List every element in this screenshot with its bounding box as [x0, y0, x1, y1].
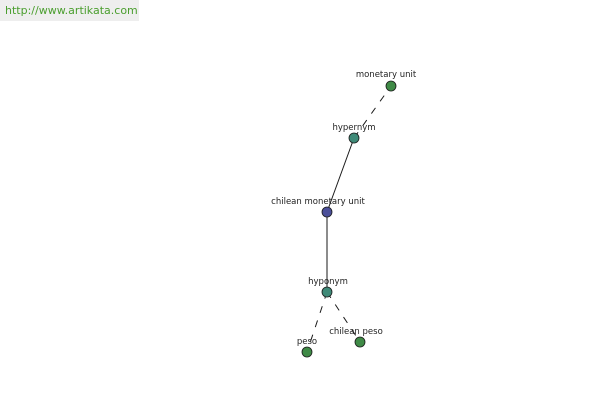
label-chilean-peso: chilean peso: [329, 327, 383, 337]
node-hyponym[interactable]: [321, 286, 333, 298]
label-chilean-monetary-unit: chilean monetary unit: [271, 197, 365, 207]
node-layer: [301, 80, 397, 358]
node-hypernym[interactable]: [348, 132, 360, 144]
label-layer: monetary unit hypernym chilean monetary un…: [271, 70, 417, 347]
node-chilean-peso[interactable]: [354, 336, 366, 348]
edge-layer: [306, 85, 392, 353]
label-hypernym: hypernym: [332, 123, 375, 133]
node-chilean-monetary-unit[interactable]: [321, 206, 333, 218]
label-monetary-unit: monetary unit: [356, 70, 417, 80]
edge-chilean-monetary-unit-to-hypernym: [326, 137, 355, 213]
node-monetary-unit[interactable]: [385, 80, 397, 92]
label-peso: peso: [297, 337, 317, 347]
edge-hyponym-to-chilean-peso: [326, 291, 361, 343]
node-peso[interactable]: [301, 346, 313, 358]
edge-hypernym-to-monetary-unit: [353, 85, 392, 139]
artikata-link[interactable]: http://www.artikata.com: [5, 4, 138, 17]
label-hyponym: hyponym: [308, 277, 348, 287]
edge-hyponym-to-peso: [306, 291, 328, 353]
url-banner: http://www.artikata.com: [0, 0, 139, 21]
